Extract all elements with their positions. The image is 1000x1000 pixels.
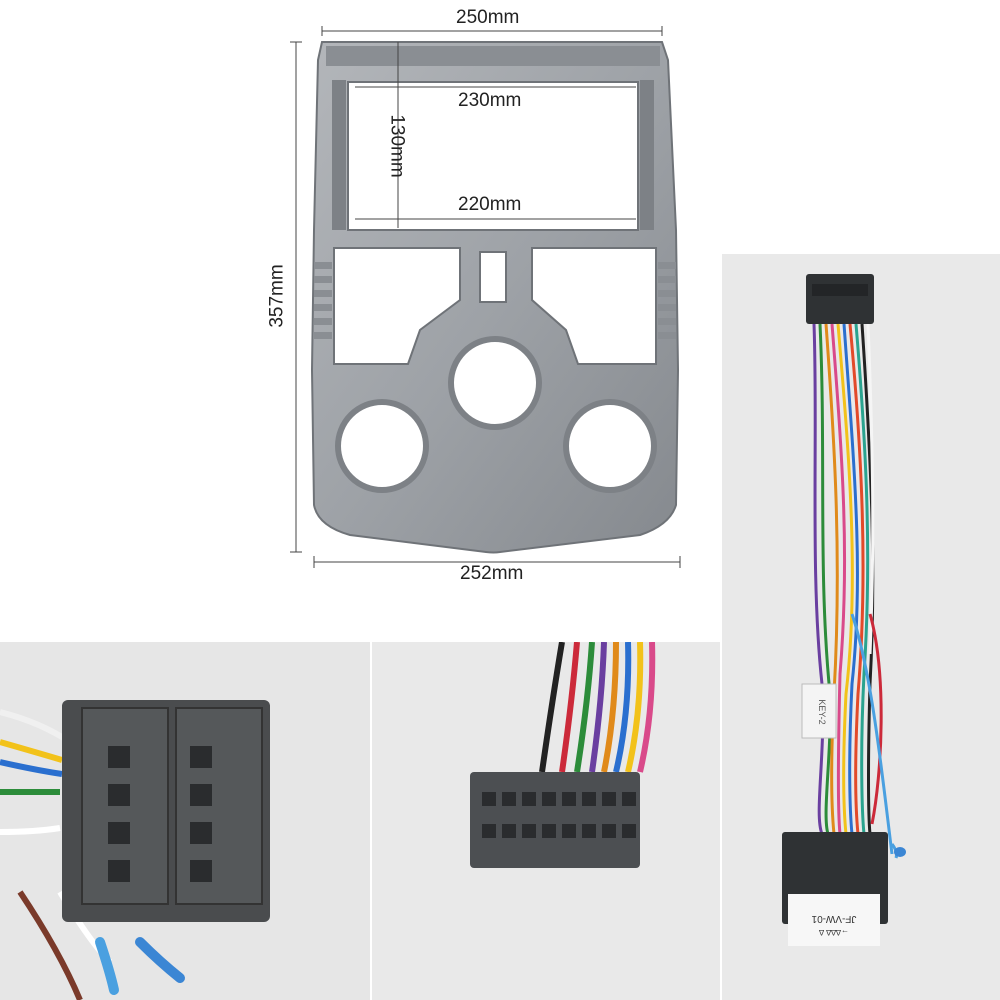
center-slot bbox=[479, 251, 507, 303]
iso-connector-panel bbox=[0, 642, 370, 1000]
top-width-label: 250mm bbox=[456, 7, 520, 28]
right-knob-hole bbox=[563, 399, 657, 493]
left-knob-hole bbox=[335, 399, 429, 493]
wire-bundle bbox=[812, 323, 894, 855]
bullet-connector bbox=[894, 847, 906, 857]
frame-dimension-panel: 250mm 230mm 130mm 220mm 357mm 252mm bbox=[0, 0, 720, 640]
16-pin-plug-panel bbox=[372, 642, 720, 1000]
frame-top-lip bbox=[326, 46, 660, 66]
left-opening bbox=[333, 247, 461, 365]
left-vent-ridges bbox=[314, 262, 332, 339]
inner-top-width-label: 230mm bbox=[458, 90, 522, 111]
16-pin-plug-photo bbox=[470, 642, 656, 868]
overall-height-label: 357mm bbox=[266, 264, 288, 328]
wiring-harness-photo: KEY-2 JF-VW-01 →∆∆∆ ∆ bbox=[782, 274, 906, 946]
connector-label-line1: JF-VW-01 bbox=[811, 913, 856, 924]
inner-bottom-width-label: 220mm bbox=[458, 194, 522, 215]
right-opening bbox=[531, 247, 657, 365]
dash-frame-drawing bbox=[290, 26, 681, 568]
connector-label bbox=[788, 894, 880, 946]
plug-wires bbox=[539, 642, 656, 773]
center-knob-hole bbox=[448, 336, 542, 430]
plug-pins bbox=[482, 792, 636, 838]
iso-connector-photo bbox=[0, 700, 270, 1000]
inner-height-label: 130mm bbox=[386, 114, 408, 178]
bottom-width-label: 252mm bbox=[460, 563, 524, 584]
right-clip bbox=[640, 80, 654, 230]
plug-body bbox=[470, 772, 640, 868]
connector-label-line2: →∆∆∆ ∆ bbox=[819, 928, 849, 937]
top-connector bbox=[806, 274, 874, 324]
right-vent-ridges bbox=[658, 262, 676, 339]
left-clip bbox=[332, 80, 346, 230]
screen-opening bbox=[347, 81, 639, 231]
iso-right-socket bbox=[175, 707, 263, 905]
dimension-lines bbox=[290, 26, 681, 568]
iso-pins bbox=[108, 746, 212, 882]
wire-tag bbox=[801, 683, 837, 739]
wiring-harness-panel: KEY-2 JF-VW-01 →∆∆∆ ∆ bbox=[722, 254, 1000, 1000]
wire-tag-text: KEY-2 bbox=[817, 699, 827, 724]
